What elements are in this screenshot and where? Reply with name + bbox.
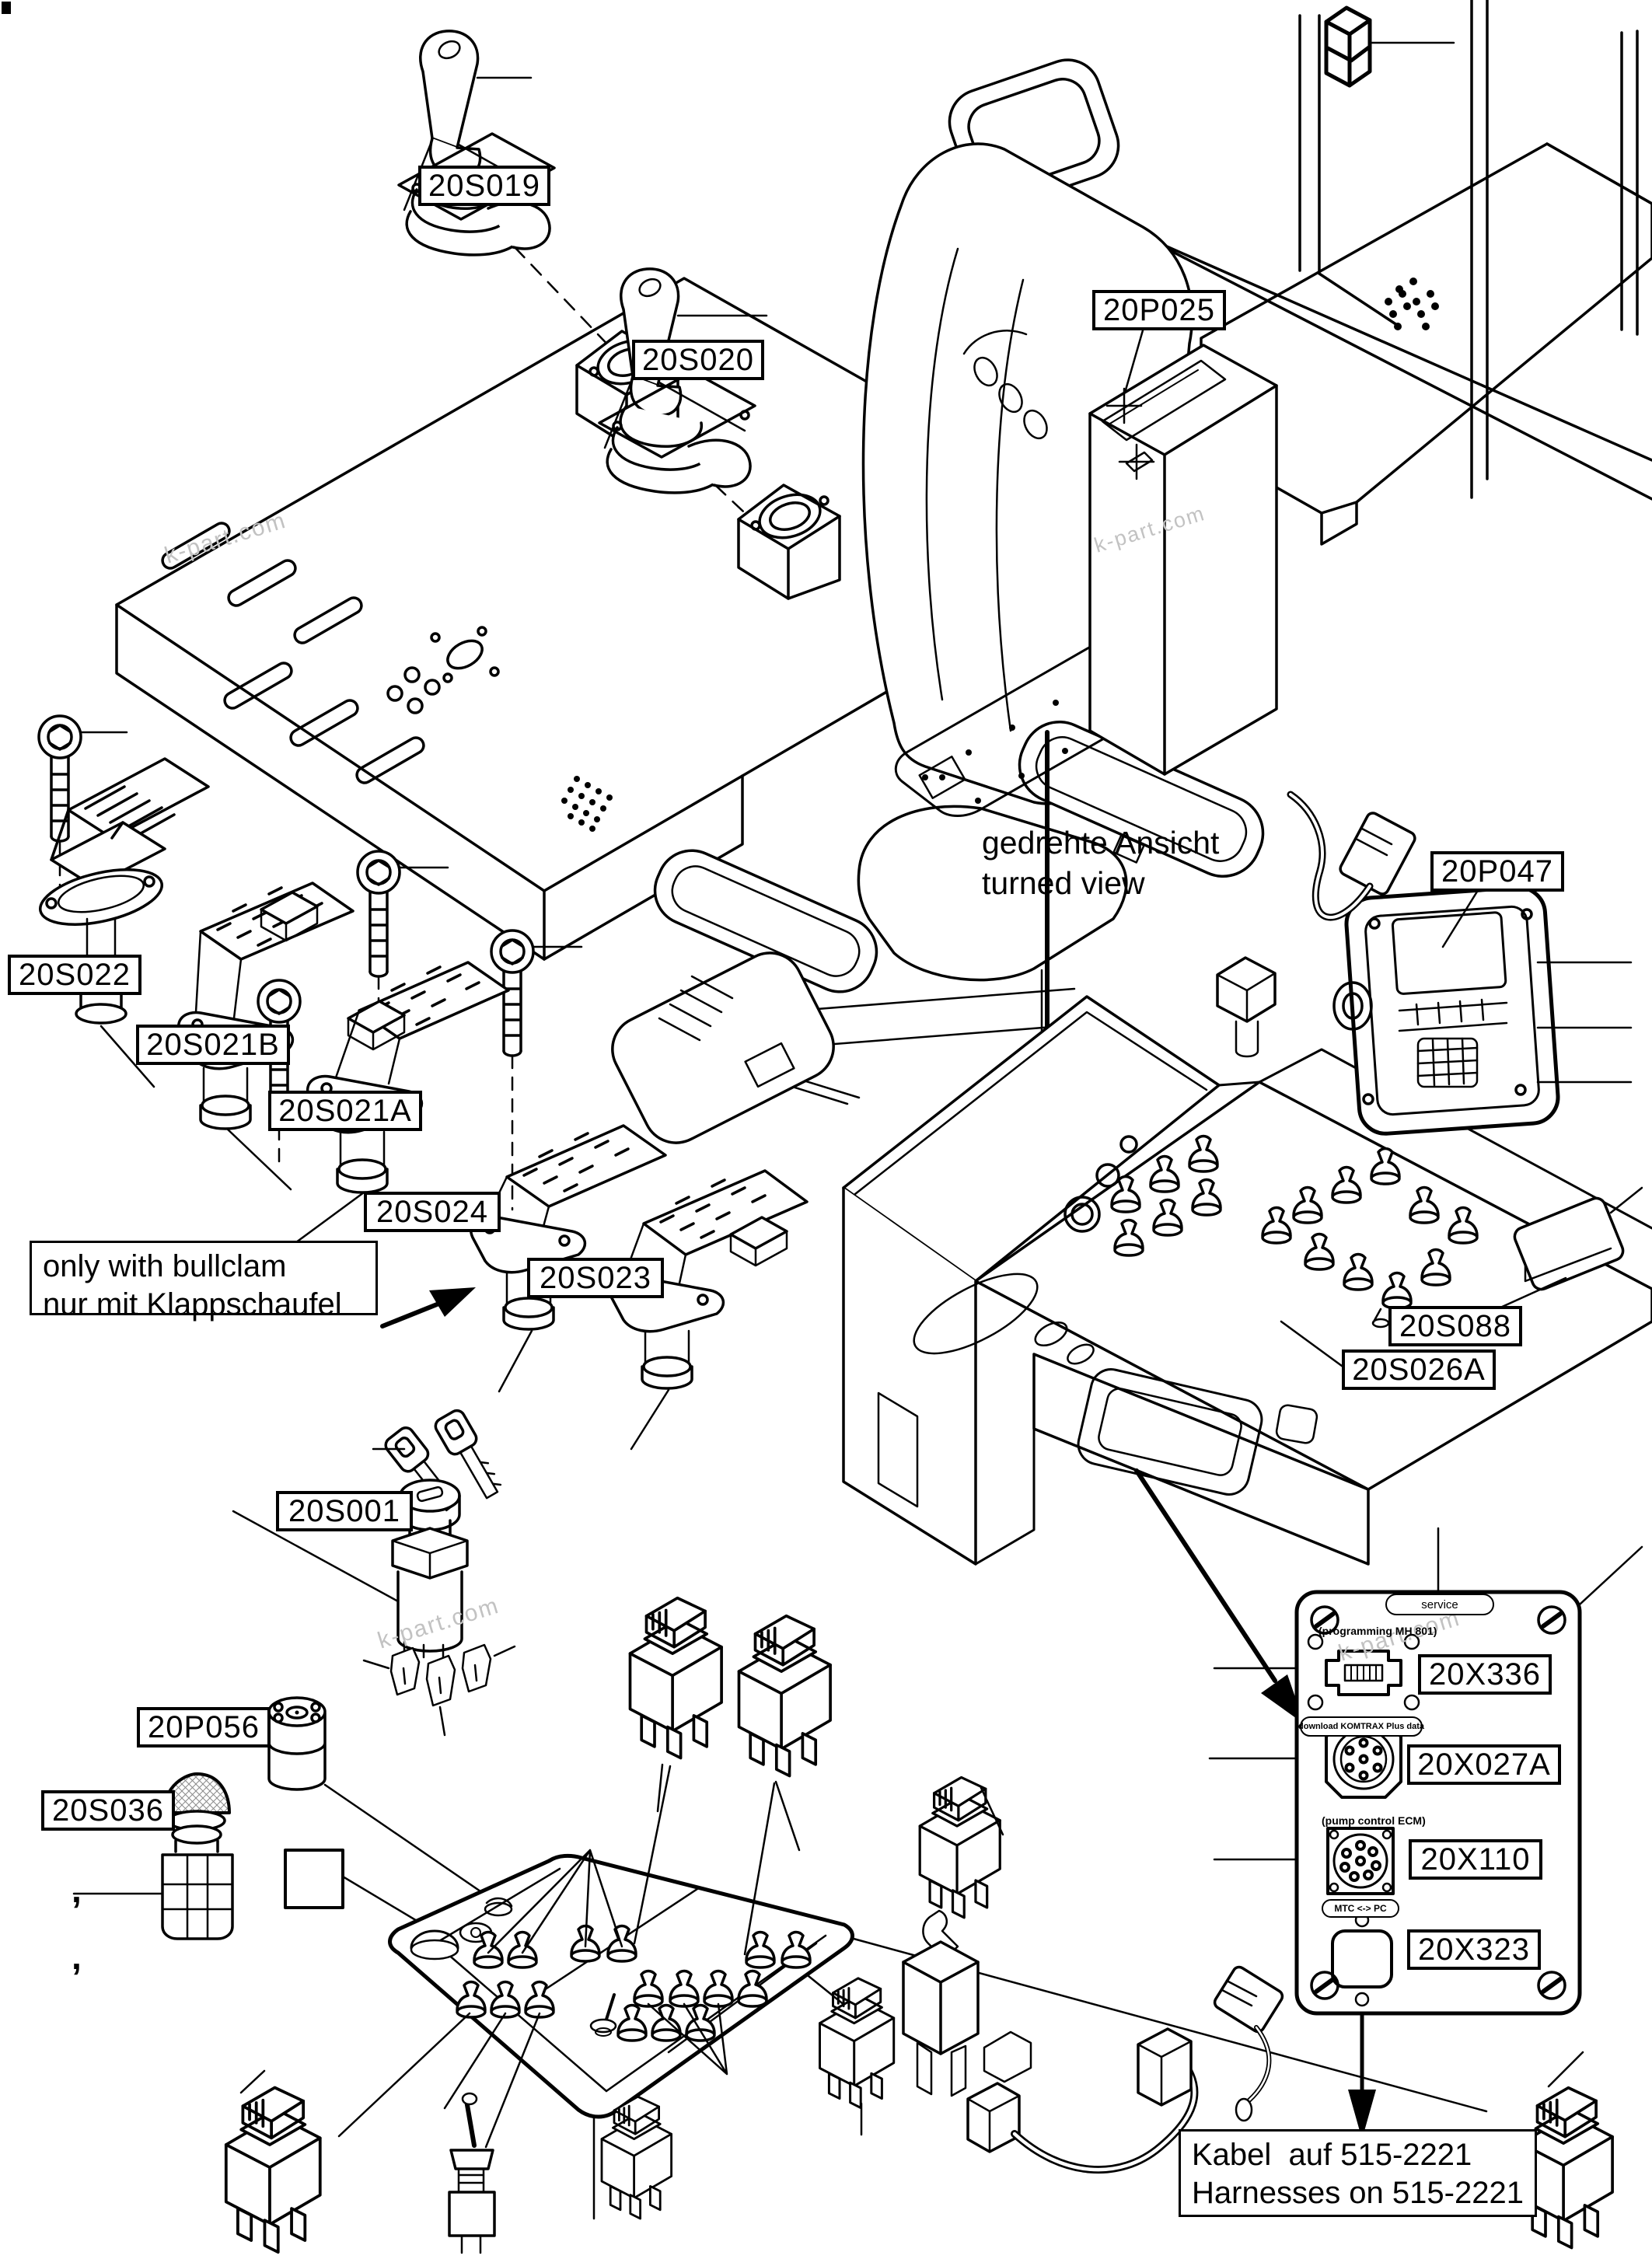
bullclam-line1: only with bullclam (43, 1249, 287, 1283)
harness-line2: Harnesses on 515-2221 (1192, 2176, 1524, 2210)
harness-line1: Kabel auf 515-2221 (1192, 2138, 1472, 2172)
part-label-20S024: 20S024 (364, 1192, 501, 1232)
panel-programming-text: (programming MH 801) (1318, 1625, 1437, 1637)
stray-comma-1: , (72, 1870, 82, 1910)
toggle-switch (448, 2092, 496, 2254)
part-20P056 (267, 1696, 494, 1901)
panel-pump-text: (pump control ECM) (1322, 1814, 1426, 1827)
floor-slots (161, 522, 425, 784)
panel-mtc-pill: MTC <-> PC (1322, 1899, 1399, 1918)
part-label-20S026A: 20S026A (1342, 1349, 1496, 1390)
panel-service-pill: service (1385, 1594, 1494, 1615)
front-console (611, 951, 835, 1144)
panel-komtrax-text: download KOMTRAX Plus data (1298, 1722, 1424, 1731)
part-label-20S088: 20S088 (1388, 1306, 1522, 1346)
part-label-20P056: 20P056 (137, 1707, 271, 1747)
small-connector-part (1324, 5, 1372, 88)
part-label-20P047: 20P047 (1430, 851, 1564, 892)
monitor-20P047 (1344, 885, 1633, 1136)
joystick-mount-2 (737, 484, 841, 600)
part-20S088 (1482, 1186, 1643, 1317)
part-label-20S022: 20S022 (8, 955, 141, 995)
panel-service-text: service (1421, 1597, 1458, 1611)
stray-comma-2: , (72, 1936, 82, 1977)
part-label-20X027A: 20X027A (1407, 1744, 1561, 1785)
bullclam-note: only with bullclam nur mit Klappschaufel (30, 1241, 378, 1322)
cab-right-platform (1126, 0, 1652, 546)
turned-line1: gedrehte Ansicht (982, 825, 1220, 861)
panel-komtrax-pill: download KOMTRAX Plus data (1298, 1716, 1424, 1737)
part-label-20P025: 20P025 (1092, 290, 1226, 330)
corner-mark (2, 2, 11, 14)
console-detail-arrow (1134, 1468, 1304, 1724)
harness-plug (1287, 791, 1416, 921)
floor-holes (386, 626, 500, 714)
part-label-20S019: 20S019 (418, 166, 550, 206)
part-label-20X110: 20X110 (1409, 1839, 1542, 1880)
part-label-20S001: 20S001 (276, 1491, 413, 1531)
pedal-20S023 (608, 1169, 809, 1451)
part-label-20X323: 20X323 (1407, 1929, 1541, 1970)
bullclam-arrow (380, 1287, 476, 1329)
bullclam-line2: nur mit Klappschaufel (43, 1287, 342, 1322)
turned-line2: turned view (982, 865, 1145, 901)
part-label-20S020: 20S020 (632, 340, 764, 380)
part-label-20S036: 20S036 (41, 1790, 175, 1831)
console-20P025 (962, 329, 1278, 776)
panel-mtc-text: MTC <-> PC (1334, 1903, 1387, 1914)
platform-dot-grid (1385, 278, 1439, 330)
turned-view-note: gedrehte Ansicht turned view (982, 822, 1219, 903)
relay-part (902, 1909, 980, 2097)
part-label-20S023: 20S023 (527, 1258, 664, 1298)
panel-arrow (1348, 2013, 1376, 2139)
wire-harness (966, 1965, 1284, 2174)
part-label-20S021B: 20S021B (136, 1025, 290, 1065)
blank-square (284, 1849, 344, 1909)
floor-dot-grid (561, 776, 613, 832)
part-label-20X336: 20X336 (1418, 1654, 1552, 1695)
part-label-20S021A: 20S021A (268, 1091, 422, 1131)
